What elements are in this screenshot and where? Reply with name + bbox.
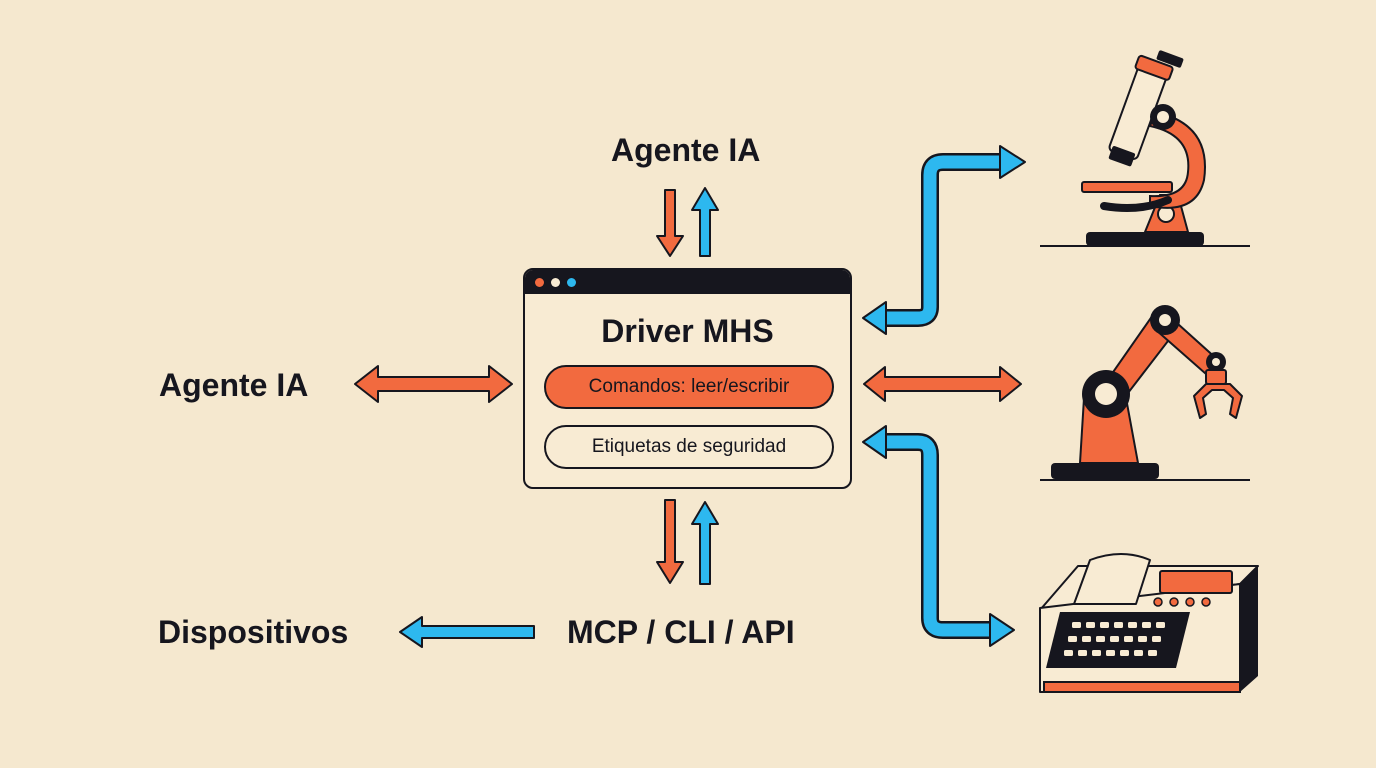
arrow-bottom-up: [691, 501, 719, 585]
arrow-printer-link: [862, 425, 1015, 647]
robot-arm-icon: [1040, 305, 1250, 481]
commands-pill: Comandos: leer/escribir: [544, 365, 834, 409]
window-minimize-dot[interactable]: [551, 278, 560, 287]
driver-window: Driver MHS Comandos: leer/escribir Etiqu…: [523, 268, 852, 489]
safety-tags-pill: Etiquetas de seguridad: [544, 425, 834, 469]
arrow-microscope-link: [862, 145, 1026, 335]
window-titlebar: [525, 270, 850, 294]
window-close-dot[interactable]: [535, 278, 544, 287]
window-maximize-dot[interactable]: [567, 278, 576, 287]
arrow-to-devices: [399, 616, 535, 648]
label-agent-left: Agente IA: [159, 367, 309, 403]
arrow-top-down: [656, 189, 684, 257]
label-devices: Dispositivos: [158, 614, 349, 650]
microscope-icon: [1040, 50, 1250, 247]
arrow-top-up: [691, 187, 719, 257]
arrow-right-double: [863, 366, 1022, 402]
arrow-left-double: [354, 365, 513, 403]
label-interfaces: MCP / CLI / API: [567, 614, 795, 650]
driver-title: Driver MHS: [601, 313, 774, 349]
printer-icon: [1039, 553, 1259, 693]
arrow-bottom-down: [656, 499, 684, 584]
label-agent-top: Agente IA: [611, 132, 761, 168]
